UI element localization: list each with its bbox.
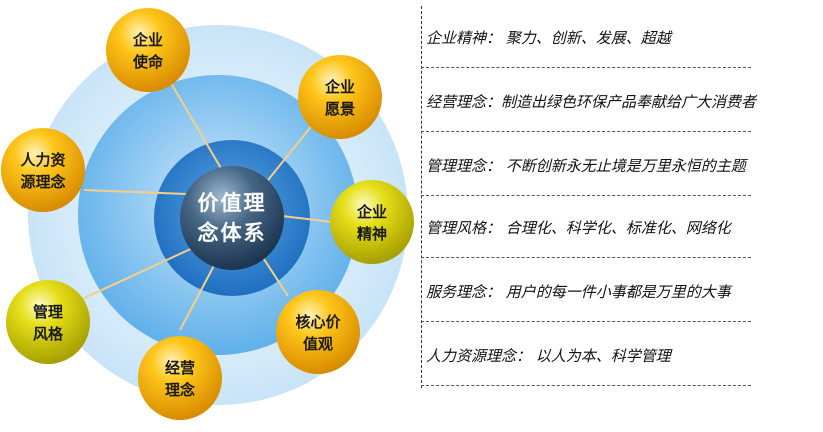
list-separator <box>421 195 751 196</box>
orb-hr-line1: 人力资 <box>20 151 65 169</box>
connector-spirit <box>281 215 333 223</box>
center-title-line2: 念体系 <box>198 220 267 245</box>
list-separator <box>421 67 751 68</box>
orb-values-line1: 核心价 <box>295 313 341 331</box>
connector-hr <box>83 189 187 195</box>
orb-spirit: 企业 精神 <box>330 180 414 264</box>
list-item: 管理理念： 不断创新永无止境是万里永恒的主题 <box>418 134 818 196</box>
list-item: 经营理念：制造出绿色环保产品奉献给广大消费者 <box>418 70 818 132</box>
list-item-text: 企业精神： 聚力、创新、发展、超越 <box>426 28 671 47</box>
list-separator <box>421 385 751 386</box>
list-item-text: 经营理念：制造出绿色环保产品奉献给广大消费者 <box>426 92 757 111</box>
orb-operation-line1: 经营 <box>165 359 195 377</box>
list-separator <box>421 131 751 132</box>
orb-operation: 经营 理念 <box>138 336 222 420</box>
orb-hr-line2: 源理念 <box>20 173 65 191</box>
orb-style-line1: 管理 <box>33 303 63 321</box>
orb-values-line2: 值观 <box>303 335 333 353</box>
orb-mission-line2: 使命 <box>132 53 164 71</box>
list-dashed-spine <box>421 6 422 388</box>
list-item-text: 人力资源理念： 以人为本、科学管理 <box>426 346 671 365</box>
orb-mission-line1: 企业 <box>132 31 163 49</box>
connector-vision <box>267 117 319 181</box>
list-item-text: 管理风格： 合理化、科学化、标准化、网络化 <box>426 218 731 237</box>
list-separator <box>421 321 751 322</box>
orb-operation-line2: 理念 <box>165 381 195 399</box>
orb-spirit-line1: 企业 <box>356 203 387 221</box>
orb-style: 管理 风格 <box>6 280 90 364</box>
list-item-text: 服务理念： 用户的每一件小事都是万里的大事 <box>426 282 731 301</box>
orb-vision: 企业 愿景 <box>298 55 382 139</box>
connectors <box>79 77 333 331</box>
list-item: 人力资源理念： 以人为本、科学管理 <box>418 324 818 386</box>
philosophy-list: 企业精神： 聚力、创新、发展、超越 经营理念：制造出绿色环保产品奉献给广大消费者… <box>418 6 818 388</box>
orb-values: 核心价 值观 <box>276 290 360 374</box>
list-item: 服务理念： 用户的每一件小事都是万里的大事 <box>418 260 818 322</box>
orb-style-line2: 风格 <box>33 325 64 343</box>
orb-vision-line1: 企业 <box>324 78 355 96</box>
orb-mission: 企业 使命 <box>106 8 190 92</box>
connector-mission <box>167 77 223 171</box>
connector-style <box>79 239 211 301</box>
list-item-text: 管理理念： 不断创新永无止境是万里永恒的主题 <box>426 156 746 175</box>
list-item: 管理风格： 合理化、科学化、标准化、网络化 <box>418 196 818 258</box>
connector-operation <box>179 257 219 331</box>
list-separator <box>421 257 751 258</box>
center-sphere <box>180 166 284 270</box>
list-item: 企业精神： 聚力、创新、发展、超越 <box>418 6 818 68</box>
orb-vision-line2: 愿景 <box>325 100 355 118</box>
orb-hr: 人力资 源理念 <box>1 128 85 212</box>
center-title-line1: 价值理 <box>198 190 267 215</box>
orb-spirit-line2: 精神 <box>357 225 387 243</box>
